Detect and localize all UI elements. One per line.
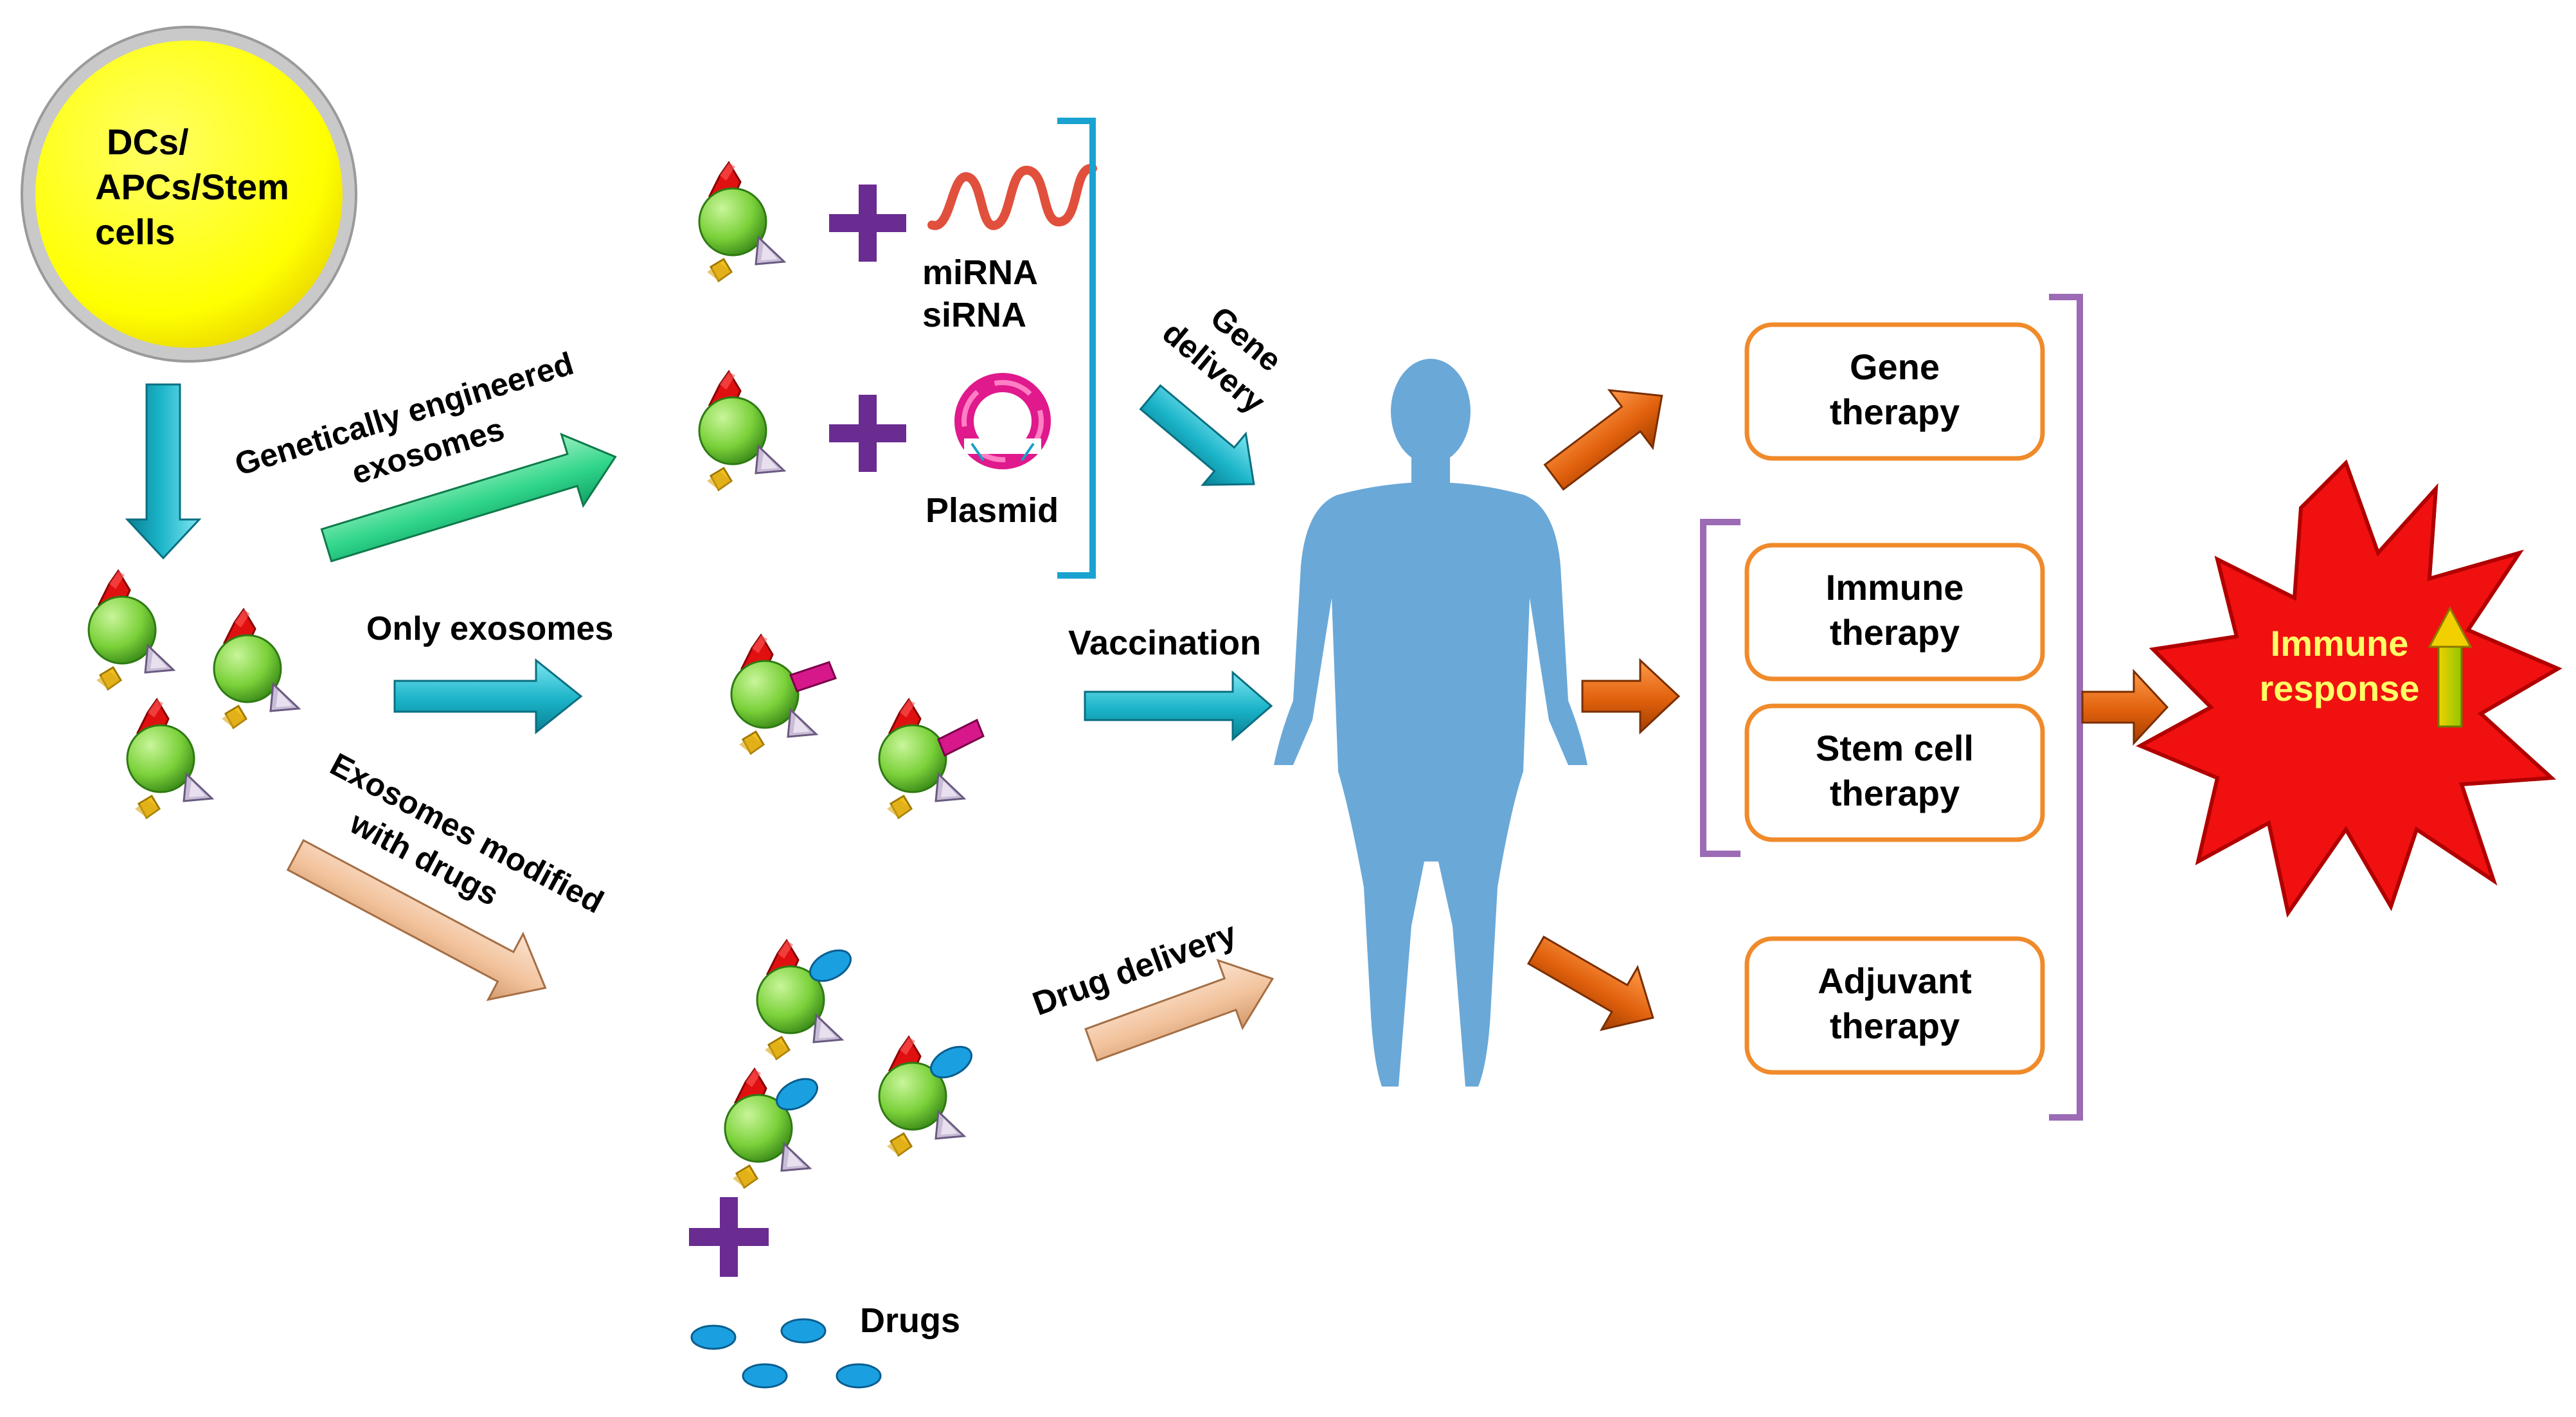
immune-response-burst: Immune response [2136,459,2563,918]
svg-text:Gene: Gene [1850,347,1940,387]
svg-text:Stem cell: Stem cell [1816,728,1974,768]
therapy-box-stem-cell: Stem cell therapy [1744,703,2045,842]
gene-delivery-arrow [1139,384,1255,486]
therapy-box-gene: Gene therapy [1744,322,2045,461]
plus-icon [689,1197,769,1277]
exosome-cluster-left [87,570,300,819]
sirna-label: siRNA [922,296,1026,334]
plasmid-icon [954,373,1051,469]
mirna-label: miRNA [922,253,1038,292]
source-label-line-1: DCs/ [107,122,189,162]
therapies-bracket [2049,294,2083,1121]
up-arrow-icon [2428,606,2473,728]
svg-text:therapy: therapy [1830,1006,1960,1046]
source-label-line-3: cells [95,212,175,252]
down-arrow [125,383,202,560]
vaccination-arrow [1084,670,1273,742]
source-cells-circle: DCs/ APCs/Stem cells [21,26,357,363]
only-route-label: Only exosomes [366,610,613,647]
plasmid-label: Plasmid [926,491,1059,530]
therapy-box-adjuvant: Adjuvant therapy [1744,936,2045,1075]
to-adjuvant-arrow [1526,935,1654,1031]
genetic-route-arrow [320,432,617,563]
mirna-strand-icon [927,164,1097,230]
gene-cargo-bracket [1057,118,1096,579]
immune-response-line-2: response [2260,668,2420,708]
drug-delivery-arrow [1084,959,1275,1062]
plus-icon [829,185,906,472]
drugs-label: Drugs [860,1301,960,1340]
human-body-icon [1274,359,1588,1087]
to-immune-response-arrow [2081,669,2169,746]
immune-stem-bracket [1700,519,1740,857]
to-gene-therapy-arrow [1543,389,1663,491]
therapy-box-immune: Immune therapy [1744,543,2045,681]
to-immune-stem-arrow [1581,658,1681,735]
vaccine-exosomes [730,634,985,819]
drugs-route-arrow [286,839,547,1002]
drug-pills-icon [690,1318,882,1389]
vaccination-label: Vaccination [1068,624,1261,662]
immune-response-line-1: Immune [2271,623,2409,663]
svg-text:therapy: therapy [1830,773,1960,813]
svg-text:therapy: therapy [1830,612,1960,653]
drug-exosomes: Drugs [689,939,972,1389]
gene-cargo-group: miRNA siRNA Plasmid [698,118,1097,579]
only-route-arrow [393,658,583,735]
svg-text:Adjuvant: Adjuvant [1818,961,1972,1001]
source-label-line-2: APCs/Stem [95,167,289,207]
svg-text:Immune: Immune [1826,567,1964,608]
svg-text:therapy: therapy [1830,392,1960,432]
